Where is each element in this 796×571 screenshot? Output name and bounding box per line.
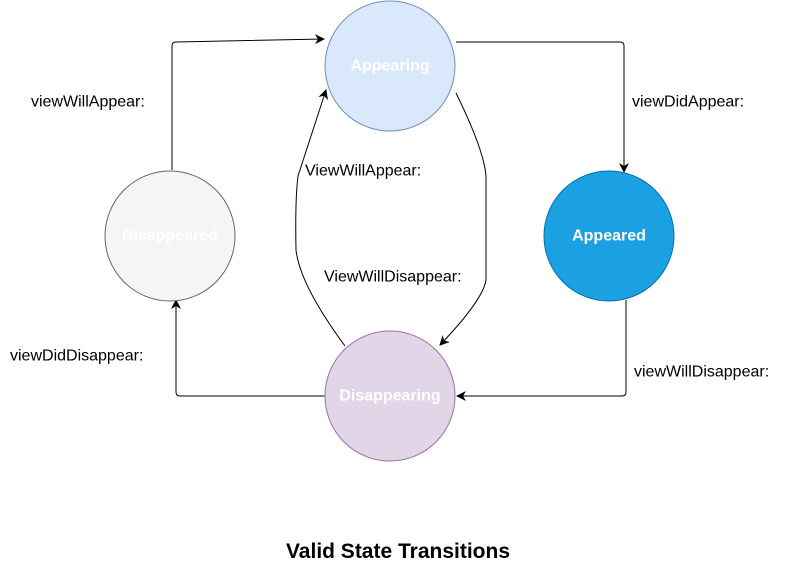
label-view-will-disappear-center: ViewWillDisappear: xyxy=(324,269,462,286)
edge-appeared-to-disappearing xyxy=(456,300,627,401)
edge-disappearing-to-disappeared xyxy=(171,299,325,397)
edge-disappearing-to-appearing xyxy=(295,89,346,347)
edge-disappeared-to-appearing xyxy=(171,34,325,170)
disappearing-label: Disappearing xyxy=(339,388,440,405)
state-node-disappeared[interactable]: Disappeared xyxy=(104,170,236,302)
disappeared-label: Disappeared xyxy=(122,228,218,245)
appeared-circle xyxy=(543,170,675,302)
appearing-label: Appearing xyxy=(350,58,429,75)
disappeared-circle xyxy=(104,170,236,302)
label-view-will-disappear-right: viewWillDisappear: xyxy=(634,364,769,381)
disappearing-circle xyxy=(324,330,456,462)
diagram-caption: Valid State Transitions xyxy=(285,540,511,563)
state-node-appearing[interactable]: Appearing xyxy=(324,0,456,132)
label-view-did-appear: viewDidAppear: xyxy=(632,94,744,111)
label-view-did-disappear: viewDidDisappear: xyxy=(10,348,143,365)
label-view-will-appear-center: ViewWillAppear: xyxy=(305,163,421,180)
label-view-will-appear-left: viewWillAppear: xyxy=(31,94,145,111)
state-node-appeared[interactable]: Appeared xyxy=(543,170,675,302)
edge-appearing-to-disappearing xyxy=(439,92,487,346)
appearing-circle xyxy=(324,0,456,132)
edge-appearing-to-appeared xyxy=(456,41,629,173)
state-node-disappearing[interactable]: Disappearing xyxy=(324,330,456,462)
appeared-label: Appeared xyxy=(572,228,646,245)
